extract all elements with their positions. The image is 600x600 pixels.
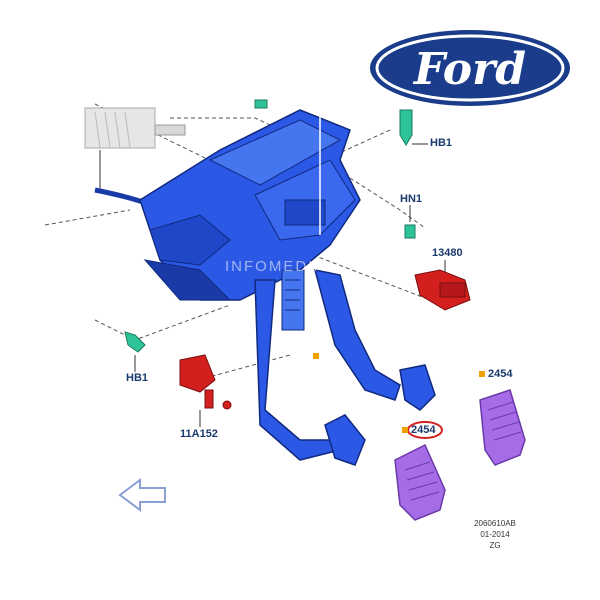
fastener-top-center (254, 99, 268, 109)
pedal-pad-right (479, 389, 526, 466)
callout-2454-left: 2454 (411, 424, 436, 436)
clutch-pedal-arm (313, 269, 401, 401)
direction-arrow (118, 478, 166, 512)
pedal-pad-left (394, 443, 446, 521)
pedal-box-bracket (139, 109, 361, 301)
fastener-hb1-top (399, 109, 413, 146)
drawing-number: 2060610AB (474, 519, 516, 528)
booster-rod (84, 107, 186, 190)
pedal-pad-holders (324, 364, 436, 466)
callout-2454-right: 2454 (488, 368, 513, 380)
index-marker-arm (313, 353, 319, 359)
watermark: INFOMEDIA (225, 258, 327, 275)
switch-11a152 (179, 354, 232, 410)
highlight-ring (407, 421, 443, 439)
fastener-hn1 (404, 224, 416, 239)
drawing-date: 01-2014 (480, 530, 510, 539)
callout-hn1: HN1 (400, 193, 423, 205)
callout-13480: 13480 (432, 247, 463, 259)
ford-logo-text: Ford (412, 44, 526, 95)
index-marker-pad-left (402, 427, 408, 433)
switch-13480 (414, 269, 471, 311)
diagram-footer: 2060610AB 01-2014 ZG (465, 518, 525, 551)
callout-11a152: 11A152 (180, 428, 218, 440)
index-marker-pad-right (479, 371, 485, 377)
callout-leaders (134, 143, 446, 427)
callout-hb1-left: HB1 (126, 372, 149, 384)
callout-hb1-top: HB1 (430, 137, 453, 149)
ford-logo: Ford (370, 30, 570, 106)
fastener-hb1-left (124, 331, 146, 353)
drawing-code: ZG (489, 541, 501, 550)
